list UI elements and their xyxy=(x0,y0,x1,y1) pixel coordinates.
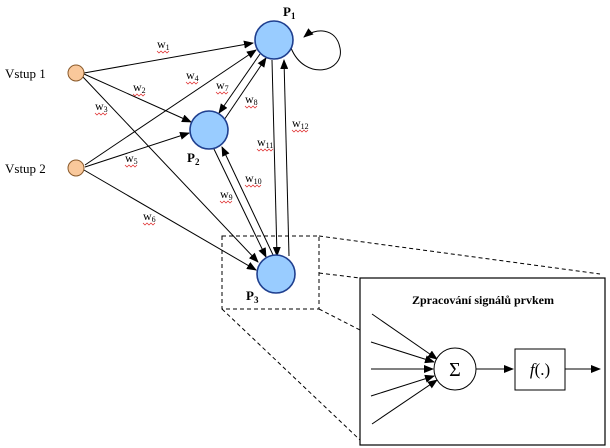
weight-label-w11: w11 xyxy=(257,135,273,150)
zoom-selection-box xyxy=(221,235,320,310)
zoom-projection-line xyxy=(221,308,361,441)
edge-p2-p1 xyxy=(223,57,267,121)
neuron-p1 xyxy=(254,20,294,60)
edge-p1-p2 xyxy=(218,53,261,114)
edge-in2-p2 xyxy=(84,131,190,168)
detail-box-title: Zpracování signálů prvkem xyxy=(412,293,554,307)
edge-p1-p3 xyxy=(271,59,281,257)
edge-in1-p2 xyxy=(83,73,192,123)
edge-p3-p1 xyxy=(280,59,290,257)
weight-label-w6: w6 xyxy=(143,209,156,224)
input-node-1 xyxy=(67,64,85,82)
squiggle xyxy=(156,50,170,54)
weight-label-w8: w8 xyxy=(245,92,258,107)
detail-input-arrow xyxy=(370,341,435,364)
weight-label-w5: w5 xyxy=(125,151,138,166)
weight-label-w3: w3 xyxy=(95,99,108,114)
weight-label-w12: w12 xyxy=(292,116,309,131)
zoom-projection-line xyxy=(318,235,601,275)
squiggle xyxy=(256,148,274,152)
edge-in2-p3 xyxy=(83,169,257,271)
zoom-projection-line xyxy=(318,308,361,331)
sum-symbol: Σ xyxy=(449,359,461,381)
input-label-2: Vstup 2 xyxy=(5,161,46,176)
squiggle xyxy=(219,200,233,204)
input-label-1: Vstup 1 xyxy=(5,66,46,81)
squiggle xyxy=(142,222,156,226)
squiggle xyxy=(291,129,309,133)
neuron-p2 xyxy=(189,110,229,150)
edge-p2-p3 xyxy=(212,146,267,258)
edge-p3-p2 xyxy=(221,146,275,258)
weight-label-w7: w7 xyxy=(216,78,229,93)
neuron-p3 xyxy=(256,254,296,294)
neuron-label-p3: P3 xyxy=(246,288,259,305)
weight-labels: w1 w2 w3 w4 w5 w6 w7 w8 w9 w10 w11 w12 xyxy=(95,37,309,224)
input-node-2 xyxy=(67,159,85,177)
squiggle xyxy=(185,81,199,85)
edge-p1-self-loop xyxy=(290,28,341,71)
neuron-label-p2: P2 xyxy=(187,150,200,167)
squiggle xyxy=(124,164,138,168)
neuron-label-p1: P1 xyxy=(283,4,296,21)
spellcheck-underlines xyxy=(94,50,309,226)
edge-in2-p1 xyxy=(84,49,257,166)
edge-in1-p3 xyxy=(82,76,259,263)
detail-input-arrow xyxy=(371,379,438,425)
squiggle xyxy=(244,105,258,109)
edge-in1-p1 xyxy=(83,40,254,74)
squiggle xyxy=(244,184,262,188)
weight-label-w10: w10 xyxy=(245,171,262,186)
detail-input-arrow xyxy=(371,313,438,360)
weight-label-w4: w4 xyxy=(186,68,199,83)
weight-label-w9: w9 xyxy=(220,187,233,202)
activation-box xyxy=(514,348,566,391)
weight-label-w2: w2 xyxy=(133,80,146,95)
detail-input-arrow xyxy=(370,374,435,397)
weight-label-w1: w1 xyxy=(157,37,170,52)
zoom-projection-line xyxy=(318,272,361,279)
activation-label: f(.) xyxy=(530,360,550,379)
squiggle xyxy=(94,112,108,116)
squiggle xyxy=(132,93,146,97)
squiggle xyxy=(215,91,229,95)
